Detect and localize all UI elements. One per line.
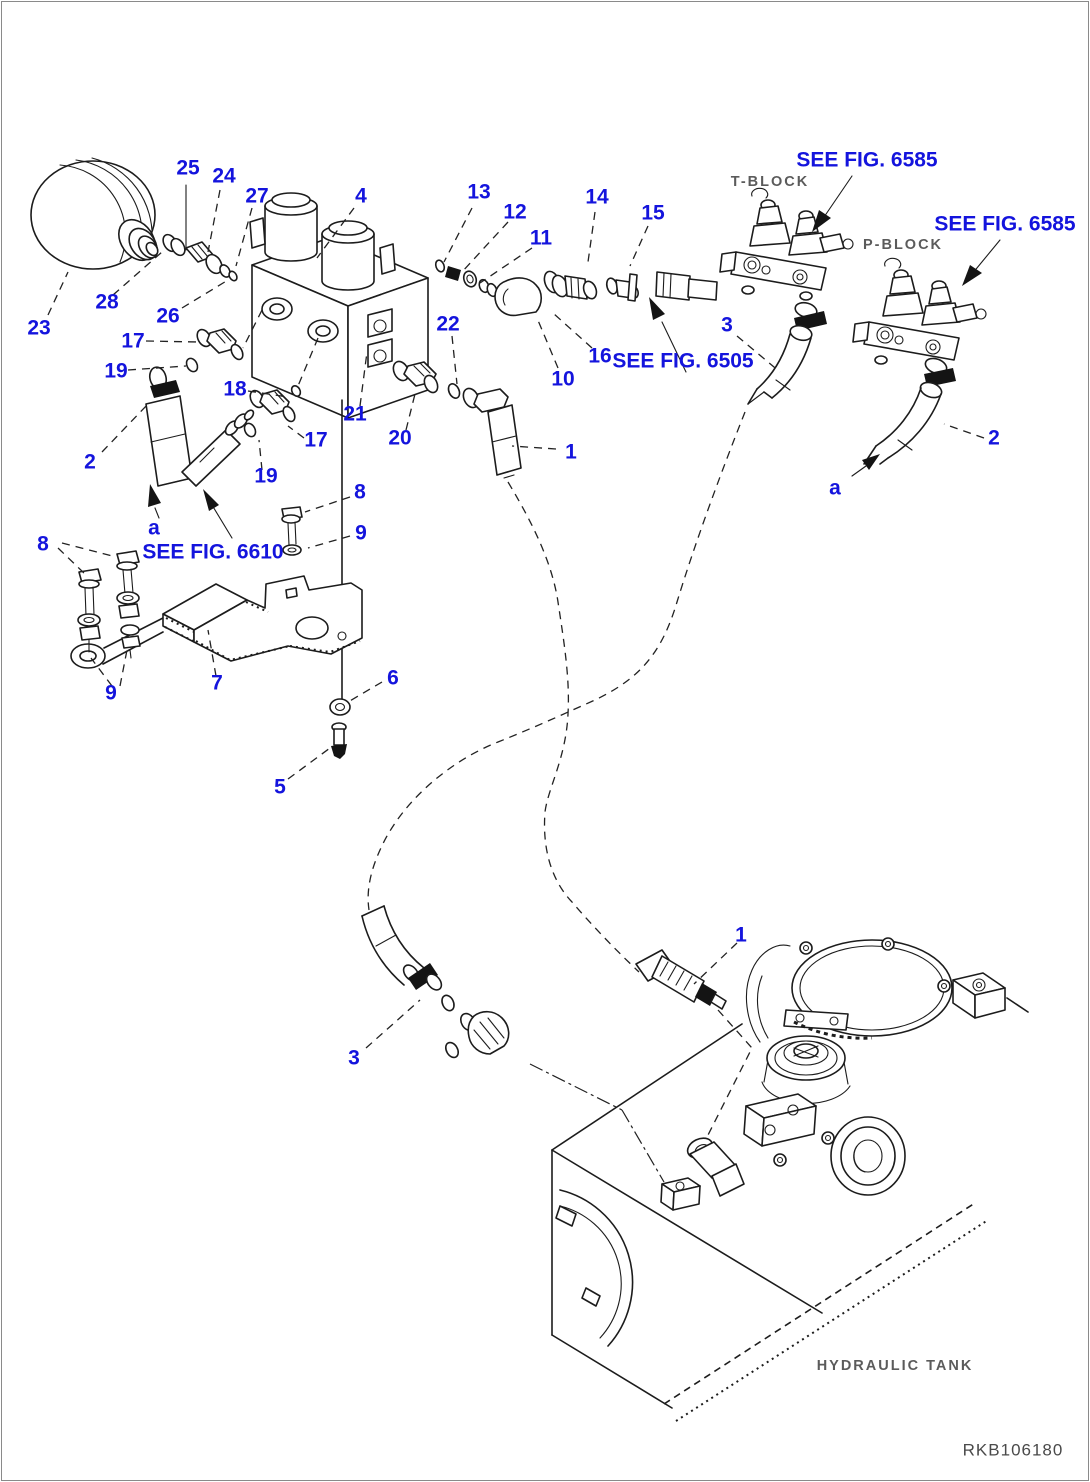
t-block-assembly — [719, 187, 854, 301]
callout-a-27: a — [148, 517, 160, 540]
callout-27-2: 27 — [245, 185, 268, 208]
hose-routes — [367, 411, 746, 973]
solenoid-valve-block — [249, 192, 429, 701]
hose-3-upper — [747, 301, 827, 405]
bracket-bolts — [77, 506, 351, 759]
left-fittings — [145, 328, 522, 487]
mounting-bracket — [70, 575, 363, 669]
callout-5-32: 5 — [274, 776, 286, 799]
callout-1-24: 1 — [565, 441, 577, 464]
callout-19-23: 19 — [254, 465, 277, 488]
callout-3-19: 3 — [721, 314, 733, 337]
accumulator-drawing — [30, 157, 159, 270]
callout-4-3: 4 — [355, 185, 367, 208]
callout-a-34: a — [829, 477, 841, 500]
see-fig-6505: SEE FIG. 6505 — [612, 350, 754, 373]
reference-arrows — [148, 175, 1001, 539]
middle-fitting-chain — [434, 259, 718, 317]
callout-19-13: 19 — [104, 360, 127, 383]
hydraulic-tank-label: HYDRAULIC TANK — [817, 1358, 974, 1374]
figure-code: RKB106180 — [963, 1441, 1064, 1460]
callout-14-7: 14 — [585, 186, 609, 209]
callout-2-33: 2 — [988, 427, 1000, 450]
callout-8-25: 8 — [354, 481, 366, 504]
callout-12-5: 12 — [503, 201, 526, 224]
p-block-label: P-BLOCK — [863, 237, 943, 253]
callout-8-28: 8 — [37, 533, 49, 556]
hose-2-right — [851, 357, 956, 477]
callout-24-1: 24 — [212, 165, 236, 188]
accumulator-fittings — [162, 233, 238, 282]
callout-6-31: 6 — [387, 667, 399, 690]
callout-11-6: 11 — [530, 227, 553, 250]
callout-22-16: 22 — [436, 313, 459, 336]
callout-3-36: 3 — [348, 1047, 360, 1070]
see-fig-6610: SEE FIG. 6610 — [142, 541, 283, 564]
callout-2-15: 2 — [84, 451, 96, 474]
callout-9-26: 9 — [355, 522, 367, 545]
see-fig-6585-t: SEE FIG. 6585 — [796, 149, 938, 172]
callout-10-17: 10 — [551, 368, 574, 391]
t-block-label: T-BLOCK — [731, 174, 809, 190]
callout-15-8: 15 — [641, 202, 665, 225]
hose-3-lower — [361, 905, 665, 1183]
p-block-assembly — [852, 257, 987, 371]
callout-28-10: 28 — [95, 291, 119, 314]
callout-17-12: 17 — [121, 330, 144, 353]
hydraulic-tank — [551, 937, 1029, 1422]
callout-21-20: 21 — [343, 403, 367, 426]
callout-20-21: 20 — [388, 427, 411, 450]
callout-9-29: 9 — [105, 682, 117, 705]
callout-7-30: 7 — [211, 672, 223, 695]
callout-16-18: 16 — [588, 345, 611, 368]
callout-26-11: 26 — [156, 305, 179, 328]
callout-18-14: 18 — [223, 378, 247, 401]
callout-17-22: 17 — [304, 429, 327, 452]
callout-23-9: 23 — [27, 317, 50, 340]
callout-13-4: 13 — [467, 181, 490, 204]
see-fig-6585-p: SEE FIG. 6585 — [934, 213, 1076, 236]
callout-25-0: 25 — [176, 157, 200, 180]
leader-lines — [47, 184, 985, 1049]
fitting-1-lower — [635, 949, 753, 1142]
callout-1-35: 1 — [735, 924, 747, 947]
